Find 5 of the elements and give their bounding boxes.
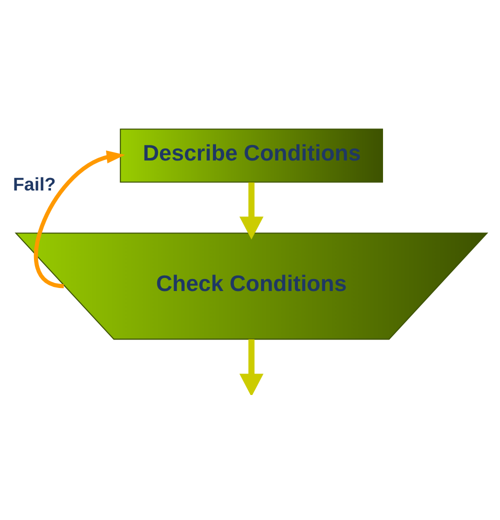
- arrow: [239, 182, 264, 240]
- edge-label: Fail?: [12, 174, 56, 195]
- arrow: [34, 150, 125, 288]
- node-box: Describe Conditions: [120, 128, 384, 183]
- arrow: [239, 339, 264, 395]
